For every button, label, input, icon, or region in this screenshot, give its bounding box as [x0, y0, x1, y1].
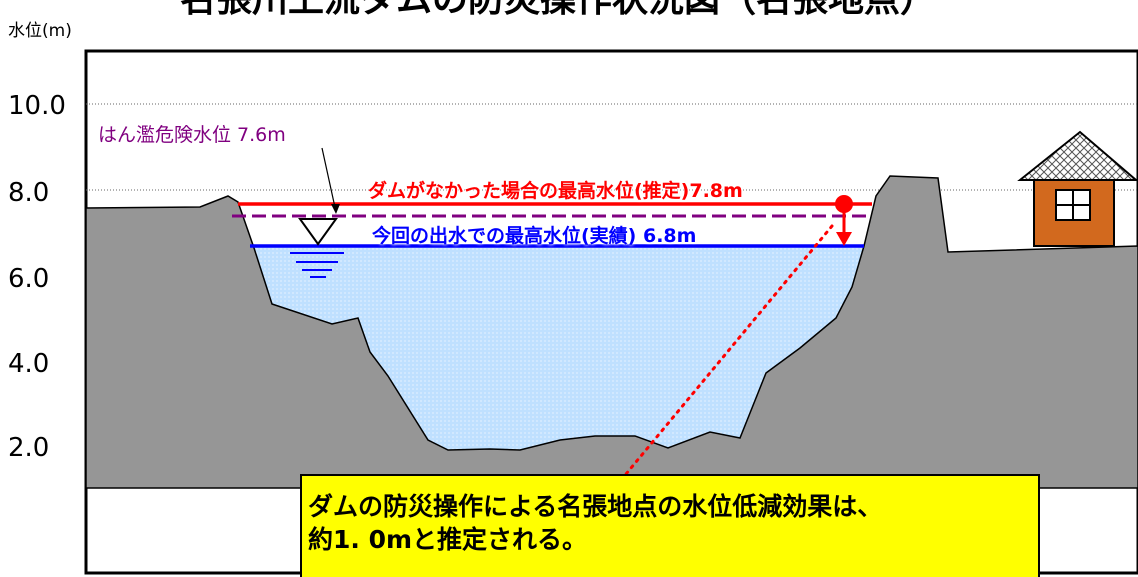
house-icon: [1017, 130, 1138, 247]
no-dam-point: [835, 195, 853, 213]
river-water: [250, 246, 868, 450]
callout-pointer: [624, 224, 834, 476]
y-tick-8: 8.0: [8, 178, 50, 208]
left-bank: [85, 175, 1138, 489]
water-level-marker-icon: [290, 218, 344, 278]
y-tick-4: 4.0: [8, 349, 50, 379]
flood-danger-label: はん濫危険水位 7.6m: [98, 124, 286, 146]
actual-max-label: 今回の出水での最高水位(実績) 6.8m: [372, 225, 697, 247]
no-dam-max-label: ダムがなかった場合の最高水位(推定)7.8m: [368, 180, 743, 202]
y-tick-6: 6.0: [8, 264, 50, 294]
callout-line-2: 約1. 0mと推定される。: [308, 525, 588, 554]
page-title: 名張川上流ダムの防災操作状況図（名張地点）: [180, 0, 1120, 22]
y-axis-unit: 水位(m): [8, 21, 72, 41]
y-tick-2: 2.0: [8, 433, 50, 463]
callout-line-1: ダムの防災操作による名張地点の水位低減効果は、: [308, 492, 883, 521]
danger-pointer: [321, 147, 337, 213]
y-tick-10: 10.0: [8, 91, 66, 121]
effect-callout: ダムの防災操作による名張地点の水位低減効果は、 約1. 0mと推定される。: [300, 474, 1040, 577]
